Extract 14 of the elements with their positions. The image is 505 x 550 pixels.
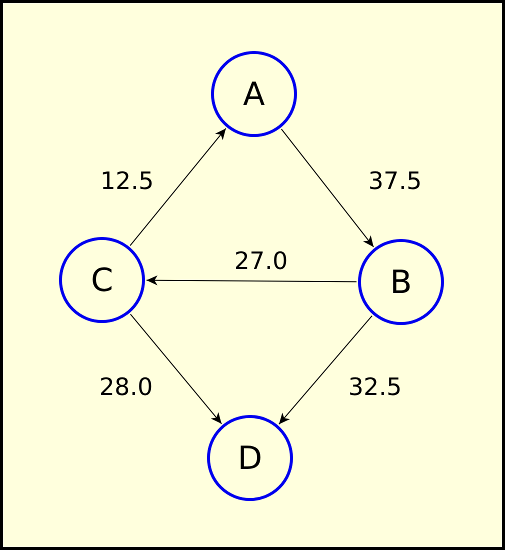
- node-label: A: [243, 78, 265, 110]
- edge-label: 37.5: [368, 169, 422, 193]
- edge-label: 32.5: [348, 375, 402, 399]
- node-label: C: [90, 264, 114, 296]
- arrow: [280, 128, 374, 248]
- arrow: [146, 275, 357, 286]
- arrow: [278, 315, 373, 425]
- node-label: B: [390, 266, 412, 298]
- arrow: [130, 314, 222, 424]
- edge-label: 12.5: [100, 169, 154, 193]
- edge-label: 28.0: [99, 375, 153, 399]
- arrow: [130, 128, 226, 246]
- edge-label: 27.0: [234, 249, 288, 273]
- node-label: D: [238, 442, 262, 474]
